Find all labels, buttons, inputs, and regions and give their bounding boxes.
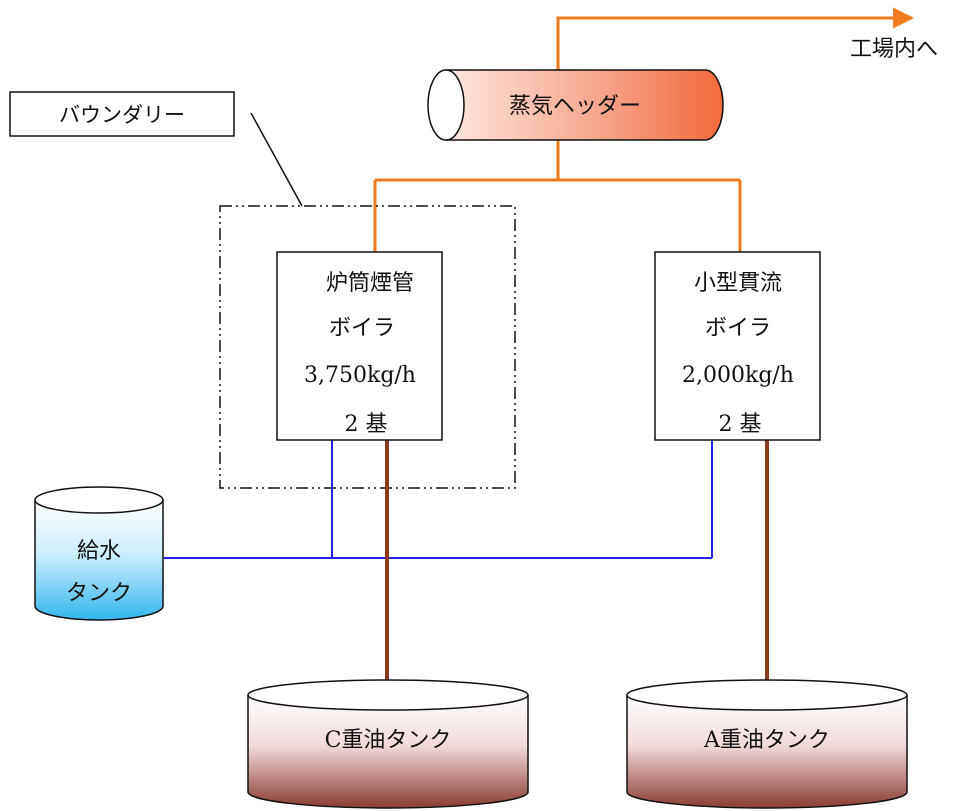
boundary-callout: バウンダリー: [9, 91, 303, 207]
oil-tank-label: A重油タンク: [703, 728, 830, 753]
water-tank: 給水 タンク: [34, 486, 164, 621]
water-tank-body: [34, 500, 164, 621]
boiler-line: ボイラ: [329, 316, 395, 341]
steam-header: 蒸気ヘッダー: [427, 69, 724, 141]
boundary-label-box: [9, 91, 235, 137]
boiler-line: 3,750kg/h: [304, 363, 416, 388]
steam-header-body: [445, 69, 724, 141]
water-pipes: [164, 440, 713, 559]
boiler-line: 2 基: [345, 412, 388, 437]
steam-header-label: 蒸気ヘッダー: [509, 94, 641, 119]
boiler-line: ボイラ: [705, 316, 771, 341]
oil-tank-c-heavy: C重油タンク: [247, 679, 529, 809]
steam-outlet-pipe: [556, 7, 915, 70]
boundary-leader-line: [250, 112, 303, 207]
boiler-once-through: 小型貫流 ボイラ 2,000kg/h 2 基: [654, 251, 821, 441]
oil-tank-a-heavy: A重油タンク: [626, 679, 908, 809]
oil-tank-top: [247, 679, 529, 711]
oil-pipes: [385, 440, 769, 695]
water-tank-line: タンク: [66, 581, 132, 606]
boundary-outline: [219, 205, 516, 489]
boiler-line: 2 基: [719, 412, 762, 437]
boiler-box: [654, 251, 821, 441]
boiler-box: [276, 251, 443, 441]
boiler-line: 炉筒煙管: [326, 271, 414, 296]
oil-tank-label: C重油タンク: [325, 728, 452, 753]
boundary-label: バウンダリー: [59, 103, 185, 127]
steam-header-cap: [427, 69, 465, 141]
steam-pipes: [373, 7, 915, 252]
factory-outlet-label: 工場内へ: [850, 37, 938, 62]
boiler-fire-tube: 炉筒煙管 ボイラ 3,750kg/h 2 基: [276, 251, 443, 441]
boiler-line: 2,000kg/h: [682, 363, 794, 388]
boiler-line: 小型貫流: [694, 271, 782, 296]
water-tank-top: [34, 486, 164, 514]
water-tank-line: 給水: [77, 539, 121, 564]
oil-tank-body: [247, 695, 529, 809]
oil-tank-body: [626, 695, 908, 809]
oil-tank-top: [626, 679, 908, 711]
